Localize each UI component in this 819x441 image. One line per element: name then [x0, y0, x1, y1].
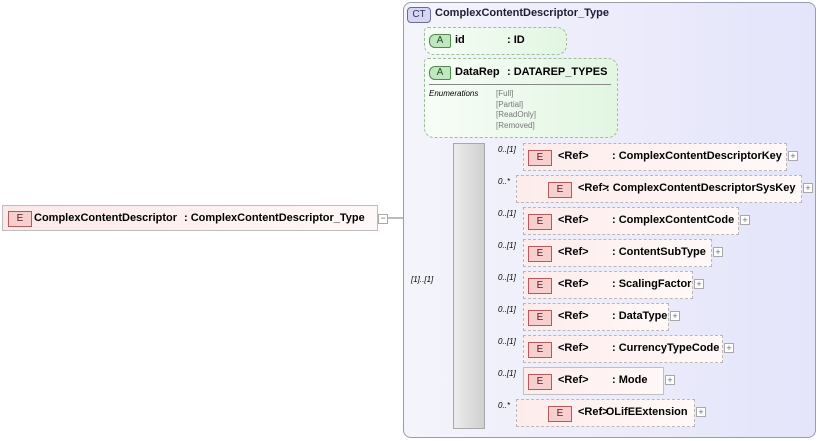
element-type: : ScalingFactor: [612, 278, 692, 290]
element-cardinality: 0..[1]: [498, 337, 516, 346]
element-ref-box[interactable]: E <Ref> : Mode: [523, 367, 664, 395]
element-ref-label: <Ref>: [558, 278, 589, 290]
enumeration-value: [Partial]: [496, 99, 524, 109]
enumeration-value: [Removed]: [496, 120, 535, 130]
root-element[interactable]: E ComplexContentDescriptor : ComplexCont…: [2, 205, 378, 231]
element-cardinality: 0..[1]: [498, 273, 516, 282]
element-type: : ComplexContentDescriptorSysKey: [606, 182, 796, 194]
element-type: : ContentSubType: [612, 246, 706, 258]
element-badge-icon: E: [528, 214, 552, 230]
element-ref-label: <Ref>: [558, 342, 589, 354]
element-type: : ComplexContentCode: [612, 214, 735, 226]
root-element-type: : ComplexContentDescriptor_Type: [184, 212, 365, 224]
expand-icon[interactable]: +: [665, 375, 675, 385]
expand-icon[interactable]: +: [670, 311, 680, 321]
attribute-type: : DATAREP_TYPES: [507, 66, 608, 78]
element-badge-icon: E: [548, 182, 572, 198]
divider: [429, 84, 611, 85]
element-ref-label: <Ref>: [558, 374, 589, 386]
element-badge-icon: E: [528, 150, 552, 166]
sequence-cardinality: [1]..[1]: [411, 275, 434, 284]
complex-type-badge-icon: CT: [407, 7, 431, 23]
element-type: : CurrencyTypeCode: [612, 342, 720, 354]
element-badge-icon: E: [528, 246, 552, 262]
expand-icon[interactable]: +: [803, 183, 813, 193]
element-cardinality: 0..[1]: [498, 209, 516, 218]
element-ref-box[interactable]: E <Ref> : ComplexContentCode: [523, 207, 739, 235]
expand-icon[interactable]: +: [694, 279, 704, 289]
sequence-compositor[interactable]: [453, 143, 485, 429]
attribute-type: : ID: [507, 34, 525, 46]
element-badge-icon: E: [8, 211, 32, 227]
enumerations-label: Enumerations: [429, 89, 479, 98]
expand-icon[interactable]: +: [713, 247, 723, 257]
expand-icon[interactable]: +: [740, 215, 750, 225]
element-ref-label: <Ref>: [558, 310, 589, 322]
root-element-name: ComplexContentDescriptor: [34, 212, 178, 224]
element-cardinality: 0..*: [498, 401, 511, 410]
element-cardinality: 0..[1]: [498, 305, 516, 314]
element-ref-box[interactable]: E <Ref> : ScalingFactor: [523, 271, 693, 299]
element-ref-box[interactable]: E <Ref> : ContentSubType: [523, 239, 712, 267]
element-type: : OLifEExtension: [599, 406, 688, 418]
element-cardinality: 0..[1]: [498, 145, 516, 154]
collapse-icon[interactable]: −: [378, 214, 388, 224]
element-type: : Mode: [612, 374, 648, 386]
attribute-name: DataRep: [455, 66, 500, 78]
element-ref-box[interactable]: E <Ref> : DataType: [523, 303, 669, 331]
enumeration-list: [Full] [Partial] [ReadOnly] [Removed]: [496, 89, 536, 131]
element-ref-label: <Ref>: [578, 182, 609, 194]
expand-icon[interactable]: +: [696, 407, 706, 417]
element-badge-icon: E: [528, 342, 552, 358]
attribute-name: id: [455, 34, 465, 46]
element-ref-box[interactable]: E <Ref> : ComplexContentDescriptorKey: [523, 143, 787, 171]
element-ref-label: <Ref>: [558, 150, 589, 162]
element-cardinality: 0..[1]: [498, 369, 516, 378]
attribute-datarep[interactable]: A DataRep : DATAREP_TYPES Enumerations […: [424, 58, 618, 138]
attribute-id[interactable]: A id : ID: [424, 27, 567, 55]
element-badge-icon: E: [528, 310, 552, 326]
enumeration-value: [Full]: [496, 89, 514, 98]
element-cardinality: 0..*: [498, 177, 511, 186]
attribute-badge-icon: A: [429, 66, 451, 80]
element-ref-label: <Ref>: [558, 246, 589, 258]
element-ref-label: <Ref>: [558, 214, 589, 226]
complex-type-title: ComplexContentDescriptor_Type: [435, 7, 609, 19]
element-type: : DataType: [612, 310, 668, 322]
element-ref-box[interactable]: E <Ref>: OLifEExtension: [516, 399, 695, 427]
element-badge-icon: E: [528, 278, 552, 294]
expand-icon[interactable]: +: [724, 343, 734, 353]
element-ref-box[interactable]: E <Ref> : CurrencyTypeCode: [523, 335, 723, 363]
element-cardinality: 0..[1]: [498, 241, 516, 250]
element-badge-icon: E: [548, 406, 572, 422]
element-type: : ComplexContentDescriptorKey: [612, 150, 782, 162]
expand-icon[interactable]: +: [788, 151, 798, 161]
element-ref-label: <Ref>: [578, 406, 609, 418]
enumeration-value: [ReadOnly]: [496, 110, 537, 119]
element-ref-box[interactable]: E <Ref>: ComplexContentDescriptorSysKey: [516, 175, 802, 203]
element-badge-icon: E: [528, 374, 552, 390]
attribute-badge-icon: A: [429, 34, 451, 48]
